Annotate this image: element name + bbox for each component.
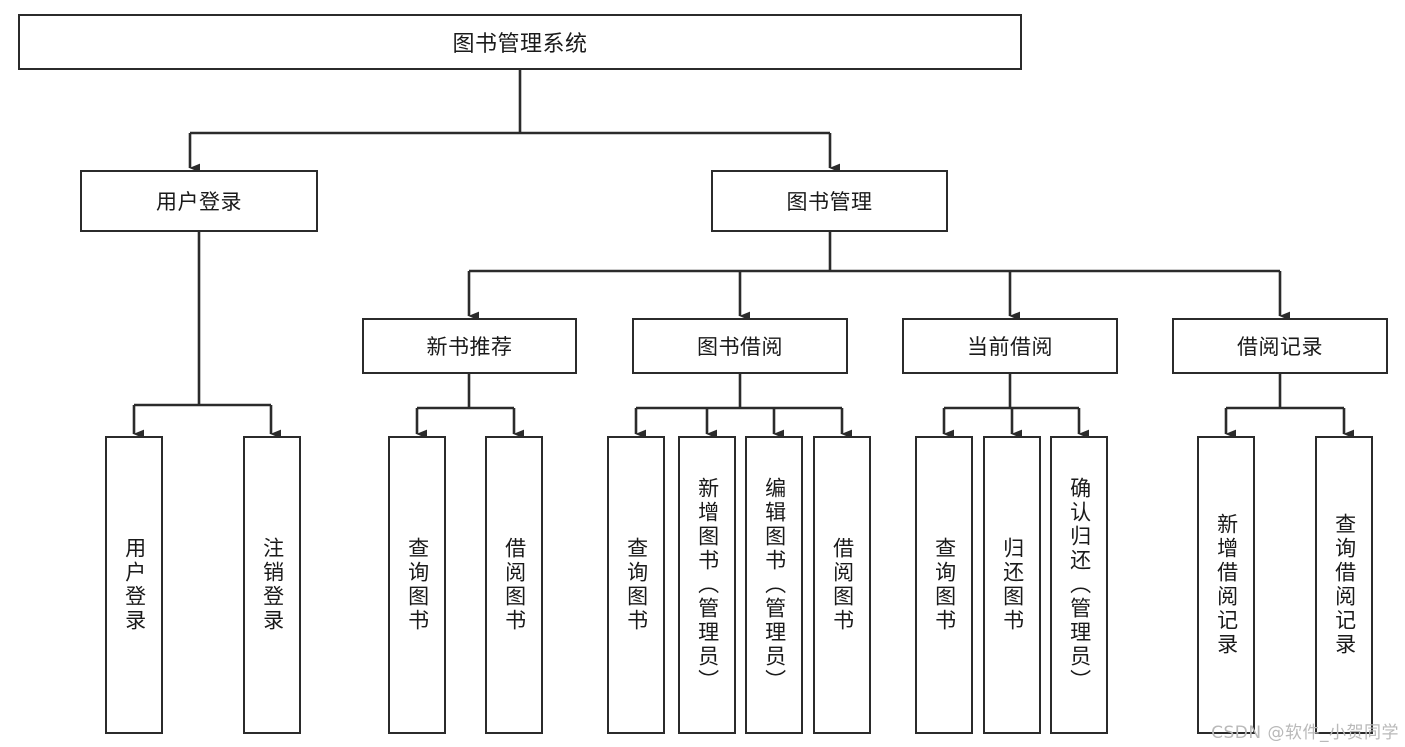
node-book-management[interactable]: 图书管理 bbox=[711, 170, 948, 232]
node-label: 查询借阅记录 bbox=[1332, 513, 1357, 657]
leaf-book-borrow-query[interactable]: 查询图书 bbox=[607, 436, 665, 734]
node-label: 确认归还（管理员） bbox=[1067, 477, 1092, 693]
leaf-current-borrow-confirm-return[interactable]: 确认归还（管理员） bbox=[1050, 436, 1108, 734]
leaf-user-login-login[interactable]: 用户登录 bbox=[105, 436, 163, 734]
leaf-book-borrow-add[interactable]: 新增图书（管理员） bbox=[678, 436, 736, 734]
leaf-user-login-logout[interactable]: 注销登录 bbox=[243, 436, 301, 734]
watermark-text: CSDN @软件_小贺同学 bbox=[1211, 723, 1399, 743]
leaf-new-book-query[interactable]: 查询图书 bbox=[388, 436, 446, 734]
leaf-current-borrow-query[interactable]: 查询图书 bbox=[915, 436, 973, 734]
leaf-new-book-borrow[interactable]: 借阅图书 bbox=[485, 436, 543, 734]
node-label: 归还图书 bbox=[1000, 537, 1025, 633]
node-label: 查询图书 bbox=[932, 537, 957, 633]
node-label: 借阅记录 bbox=[1237, 335, 1323, 359]
node-label: 新增借阅记录 bbox=[1214, 513, 1239, 657]
node-label: 编辑图书（管理员） bbox=[762, 477, 787, 693]
node-label: 新书推荐 bbox=[426, 335, 513, 359]
node-label: 图书管理系统 bbox=[452, 32, 588, 57]
node-book-borrow[interactable]: 图书借阅 bbox=[632, 318, 848, 374]
node-root-system[interactable]: 图书管理系统 bbox=[18, 14, 1022, 70]
node-label: 当前借阅 bbox=[967, 335, 1053, 359]
node-new-book-recommend[interactable]: 新书推荐 bbox=[362, 318, 577, 374]
leaf-book-borrow-edit[interactable]: 编辑图书（管理员） bbox=[745, 436, 803, 734]
node-label: 查询图书 bbox=[405, 537, 430, 633]
node-label: 新增图书（管理员） bbox=[695, 477, 720, 693]
node-label: 用户登录 bbox=[122, 537, 147, 633]
leaf-borrow-record-query[interactable]: 查询借阅记录 bbox=[1315, 436, 1373, 734]
node-label: 借阅图书 bbox=[502, 537, 527, 633]
node-label: 用户登录 bbox=[156, 190, 242, 214]
node-label: 注销登录 bbox=[260, 537, 285, 633]
leaf-current-borrow-return[interactable]: 归还图书 bbox=[983, 436, 1041, 734]
leaf-book-borrow-borrow[interactable]: 借阅图书 bbox=[813, 436, 871, 734]
node-label: 图书管理 bbox=[786, 190, 873, 214]
leaf-borrow-record-add[interactable]: 新增借阅记录 bbox=[1197, 436, 1255, 734]
node-borrow-record[interactable]: 借阅记录 bbox=[1172, 318, 1388, 374]
node-label: 图书借阅 bbox=[697, 335, 783, 359]
node-label: 查询图书 bbox=[624, 537, 649, 633]
node-user-login[interactable]: 用户登录 bbox=[80, 170, 318, 232]
node-label: 借阅图书 bbox=[830, 537, 855, 633]
node-current-borrow[interactable]: 当前借阅 bbox=[902, 318, 1118, 374]
